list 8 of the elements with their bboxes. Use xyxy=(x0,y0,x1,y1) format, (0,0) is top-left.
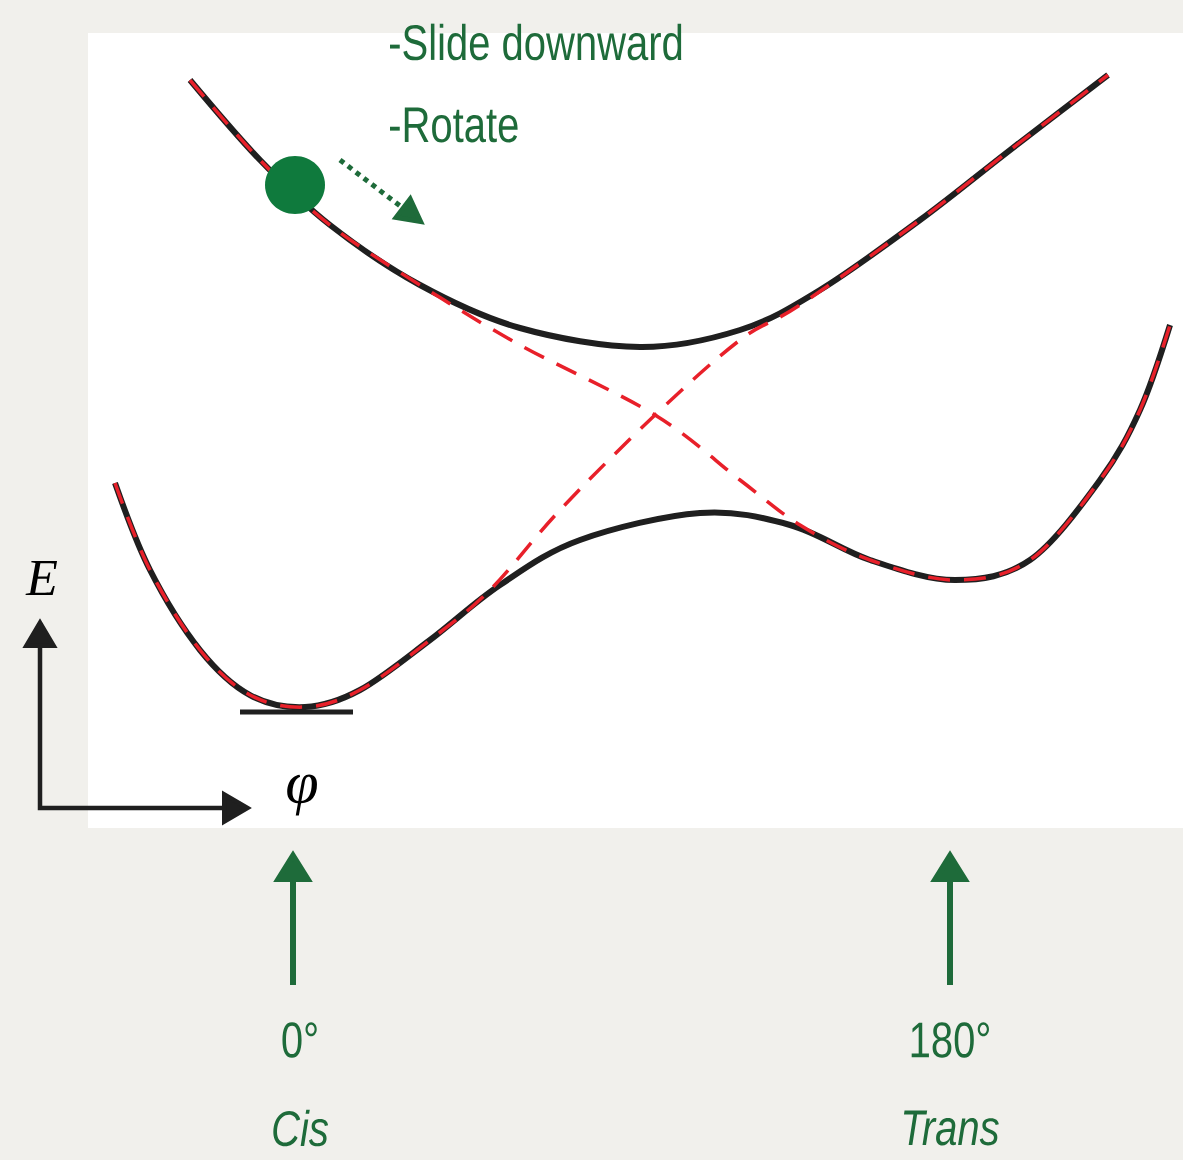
annotation-text: -Rotate xyxy=(390,107,518,143)
annotation-text: 180° xyxy=(911,1022,989,1058)
annotation-text: Cis xyxy=(273,1109,329,1147)
axis-label: φ xyxy=(287,774,317,816)
annotation-text: Trans xyxy=(903,1110,999,1146)
annotation-text: -Slide downward xyxy=(390,23,682,61)
axis-label: E xyxy=(25,561,58,596)
annotation-text: 0° xyxy=(282,1022,317,1058)
